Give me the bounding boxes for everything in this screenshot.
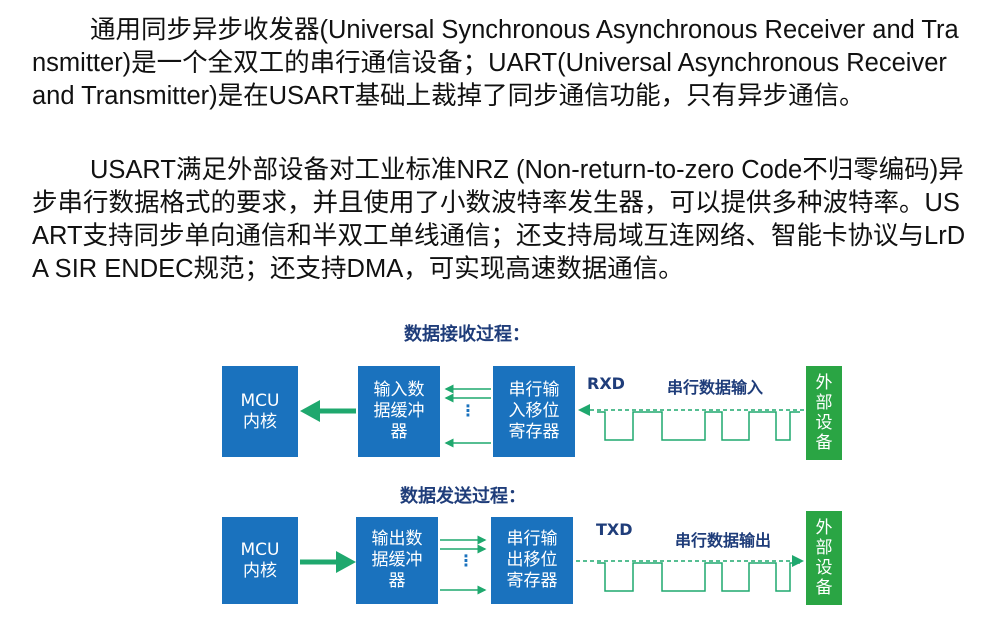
receive-mcu-core-box: MCU 内核 (222, 366, 298, 457)
send-shift-line-2: 出移位 (506, 550, 558, 570)
receive-dashed-arrow (578, 404, 804, 416)
send-ellipsis: ⋮ (458, 551, 474, 570)
receive-input-buffer-box: 输入数 据缓冲 器 (358, 366, 440, 457)
send-shift-register-box: 串行输 出移位 寄存器 (491, 517, 573, 604)
send-process-title: 数据发送过程： (400, 486, 526, 507)
send-buffer-line-1: 输出数 (371, 529, 423, 549)
send-data-arrow (300, 551, 356, 573)
serial-input-label: 串行数据输入 (667, 378, 764, 397)
receive-shift-line-3: 寄存器 (508, 422, 560, 442)
send-nrz-waveform (597, 562, 800, 592)
receive-nrz-waveform (597, 411, 800, 441)
receive-shift-line-1: 串行输 (508, 380, 560, 400)
intro-paragraph-uart: 通用同步异步收发器(Universal Synchronous Asynchro… (32, 16, 959, 110)
receive-data-arrow (300, 400, 356, 422)
receive-shift-line-2: 入移位 (508, 401, 560, 421)
receive-shift-register-box: 串行输 入移位 寄存器 (493, 366, 575, 457)
serial-output-label: 串行数据输出 (675, 531, 772, 550)
send-external-device-label: 外部设备 (815, 518, 833, 598)
receive-mcu-label: MCU (240, 390, 280, 411)
send-shift-line-1: 串行输 (506, 529, 558, 549)
send-external-device-box: 外部设备 (806, 511, 842, 605)
send-output-buffer-box: 输出数 据缓冲 器 (356, 517, 438, 604)
send-core-label: 内核 (242, 560, 277, 581)
send-parallel-arrows (440, 535, 487, 595)
receive-buffer-line-2: 据缓冲 (373, 401, 425, 421)
send-dashed-arrow (576, 555, 804, 567)
receive-external-device-box: 外部设备 (806, 366, 842, 460)
send-mcu-core-box: MCU 内核 (222, 517, 298, 604)
receive-core-label: 内核 (242, 411, 277, 432)
intro-paragraph-usart: USART满足外部设备对工业标准NRZ (Non-return-to-zero … (32, 156, 966, 283)
rxd-pin-label: RXD (587, 374, 625, 393)
send-buffer-line-2: 据缓冲 (371, 550, 423, 570)
txd-pin-label: TXD (596, 520, 633, 539)
send-buffer-line-3: 器 (388, 571, 406, 591)
receive-ellipsis: ⋮ (460, 401, 476, 420)
receive-parallel-arrows (444, 384, 491, 448)
send-mcu-label: MCU (240, 539, 280, 560)
receive-process-title: 数据接收过程： (404, 324, 530, 345)
receive-buffer-line-3: 器 (390, 422, 408, 442)
receive-buffer-line-1: 输入数 (373, 380, 425, 400)
send-shift-line-3: 寄存器 (506, 571, 558, 591)
receive-external-device-label: 外部设备 (815, 373, 833, 453)
